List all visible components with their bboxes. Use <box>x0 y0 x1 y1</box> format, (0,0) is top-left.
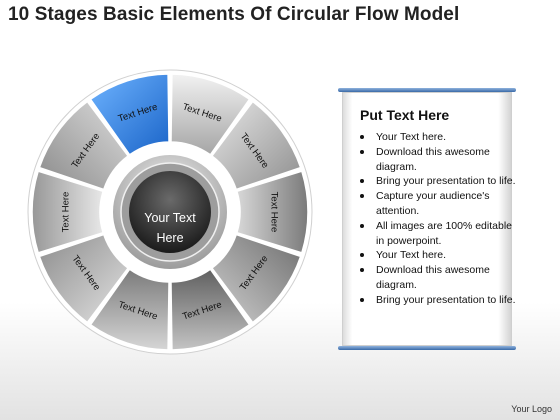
panel-top-bar <box>338 88 516 92</box>
wheel-segment-label: Text Here <box>61 192 72 233</box>
wheel-segment <box>235 170 309 254</box>
bullet-list: Your Text here. Download this awesome di… <box>358 130 518 308</box>
wheel-segment <box>170 268 251 351</box>
wheel-segment <box>38 100 130 191</box>
wheel-segment-label: Text Here <box>268 192 279 233</box>
hub-text-line-1: Your Text <box>144 211 196 225</box>
wheel-segment-highlighted <box>89 73 170 156</box>
wheel-segment <box>38 233 130 324</box>
logo-text: Your Logo <box>511 404 552 414</box>
panel-heading: Put Text Here <box>360 107 450 123</box>
bullet-item: Capture your audience's attention. <box>358 189 518 219</box>
hub-center <box>129 171 211 253</box>
wheel-segment <box>170 73 251 156</box>
bullet-item: Bring your presentation to life. <box>358 293 518 308</box>
wheel-segment <box>210 233 302 324</box>
panel-body: Put Text Here Your Text here. Download t… <box>342 92 516 346</box>
bullet-item: Bring your presentation to life. <box>358 174 518 189</box>
bullet-item: Your Text here. <box>358 130 518 145</box>
hub-text-line-2: Here <box>156 231 183 245</box>
bullet-item: All images are 100% editable in powerpoi… <box>358 219 518 249</box>
slide-title: 10 Stages Basic Elements Of Circular Flo… <box>8 4 460 25</box>
text-panel: Put Text Here Your Text here. Download t… <box>338 88 516 350</box>
wheel-segment <box>89 268 170 351</box>
wheel-segment <box>210 100 302 191</box>
bullet-item: Your Text here. <box>358 248 518 263</box>
wheel-segment <box>31 170 105 254</box>
bullet-item: Download this awesome diagram. <box>358 263 518 293</box>
panel-bottom-bar <box>338 346 516 350</box>
bullet-item: Download this awesome diagram. <box>358 145 518 175</box>
